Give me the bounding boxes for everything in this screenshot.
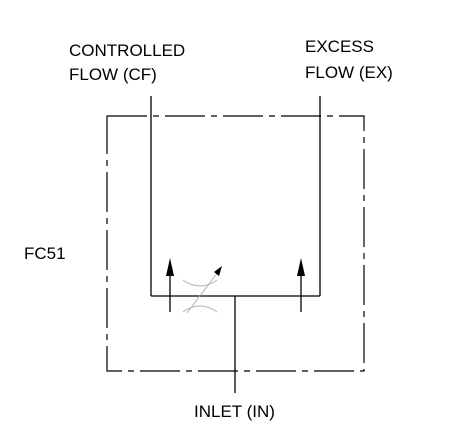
model-label: FC51 (24, 244, 66, 263)
variable-restrictor-icon (182, 266, 222, 314)
excess-flow-label-line2: FLOW (EX) (305, 63, 393, 82)
controlled-flow-label-line2: FLOW (CF) (69, 65, 157, 84)
inlet-label: INLET (IN) (194, 402, 275, 421)
controlled-flow-label-line1: CONTROLLED (69, 41, 185, 60)
right-flow-arrow-icon (297, 258, 305, 312)
left-flow-arrow-icon (166, 258, 174, 312)
excess-flow-label-line1: EXCESS (305, 37, 374, 56)
